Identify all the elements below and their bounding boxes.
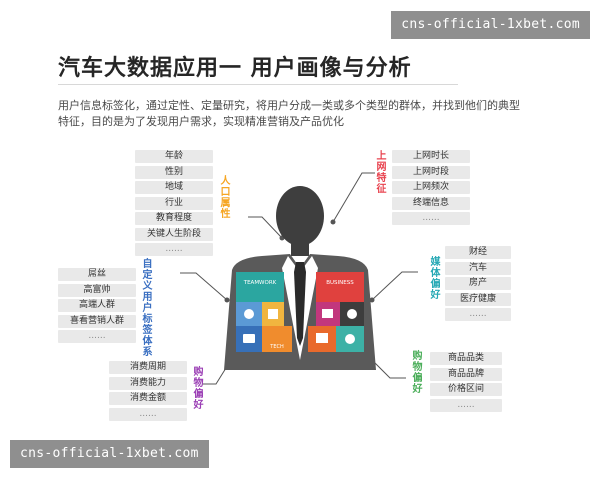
tech-label: TECH: [269, 344, 284, 350]
tag-media: 房产: [445, 277, 511, 290]
tag-custom: 高富帅: [58, 283, 136, 297]
chart-icon: [322, 309, 333, 318]
tag-custom: ......: [58, 330, 136, 343]
target-icon: [345, 334, 355, 344]
puzzle-red: [316, 272, 364, 302]
tag-online: ......: [392, 212, 470, 225]
tag-online: 上网时长: [392, 150, 470, 163]
group-label-online: 上网特征: [374, 150, 385, 194]
head-shape: [276, 186, 324, 246]
group-label-custom: 自定义用户标签体系: [140, 258, 151, 357]
puzzle-teal: [236, 272, 284, 302]
neck-shape: [291, 240, 309, 256]
briefcase-icon: [243, 334, 255, 343]
tag-purchase: 商品品类: [430, 352, 502, 365]
group-label-shopping: 购物偏好: [191, 366, 202, 410]
business-label: BUSINESS: [326, 280, 354, 286]
tag-shopping: ......: [109, 407, 187, 421]
puzzle-glyphs: [243, 309, 357, 344]
tag-shopping: 消费金额: [109, 392, 187, 405]
connector-online: [332, 172, 375, 223]
tag-demographics: 年龄: [135, 150, 213, 163]
tag-online: 终端信息: [392, 196, 470, 210]
connector-media: [371, 271, 418, 301]
people-icon: [244, 309, 254, 319]
tag-demographics: 性别: [135, 165, 213, 179]
tag-custom: 喜看营销人群: [58, 314, 136, 328]
tag-purchase: 价格区间: [430, 383, 502, 396]
tag-demographics: 关键人生阶段: [135, 227, 213, 241]
tag-online: 上网时段: [392, 165, 470, 179]
group-label-demographics: 人口属性: [218, 175, 229, 219]
group-label-media: 媒体偏好: [428, 256, 439, 300]
teamwork-label: TEAMWORK: [243, 280, 277, 286]
tag-online: 上网频次: [392, 181, 470, 194]
connector-demographics: [248, 216, 283, 239]
handshake-icon: [347, 309, 357, 319]
tag-demographics: 教育程度: [135, 212, 213, 225]
page-title: 汽车大数据应用一 用户画像与分析: [58, 56, 412, 81]
tag-media: 医疗健康: [445, 292, 511, 306]
watermark-top: cns-official-1xbet.com: [391, 11, 590, 39]
group-label-purchase: 购物偏好: [410, 350, 421, 394]
puzzle-orange-tech: [262, 326, 292, 352]
description-text: 用户信息标签化，通过定性、定量研究，将用户分成一类或多个类型的群体，并找到他们的…: [58, 99, 520, 128]
tag-purchase: 商品品牌: [430, 367, 502, 381]
tag-demographics: 地域: [135, 181, 213, 194]
tag-purchase: ......: [430, 398, 502, 412]
screen-icon: [316, 333, 328, 343]
person-figure: TEAMWORK BUSINESS TECH: [224, 186, 376, 370]
tag-demographics: ......: [135, 243, 213, 256]
title-divider: [58, 84, 458, 85]
tag-custom: 屌丝: [58, 268, 136, 281]
tag-media: 财经: [445, 246, 511, 259]
tag-media: 汽车: [445, 261, 511, 275]
tag-shopping: 消费能力: [109, 376, 187, 390]
tag-media: ......: [445, 308, 511, 321]
tie-shape: [294, 262, 306, 346]
tag-demographics: 行业: [135, 196, 213, 210]
tag-custom: 高端人群: [58, 299, 136, 312]
watermark-bottom: cns-official-1xbet.com: [10, 440, 209, 468]
gear-icon: [268, 309, 278, 319]
connector-custom: [180, 272, 228, 301]
tag-shopping: 消费周期: [109, 361, 187, 374]
